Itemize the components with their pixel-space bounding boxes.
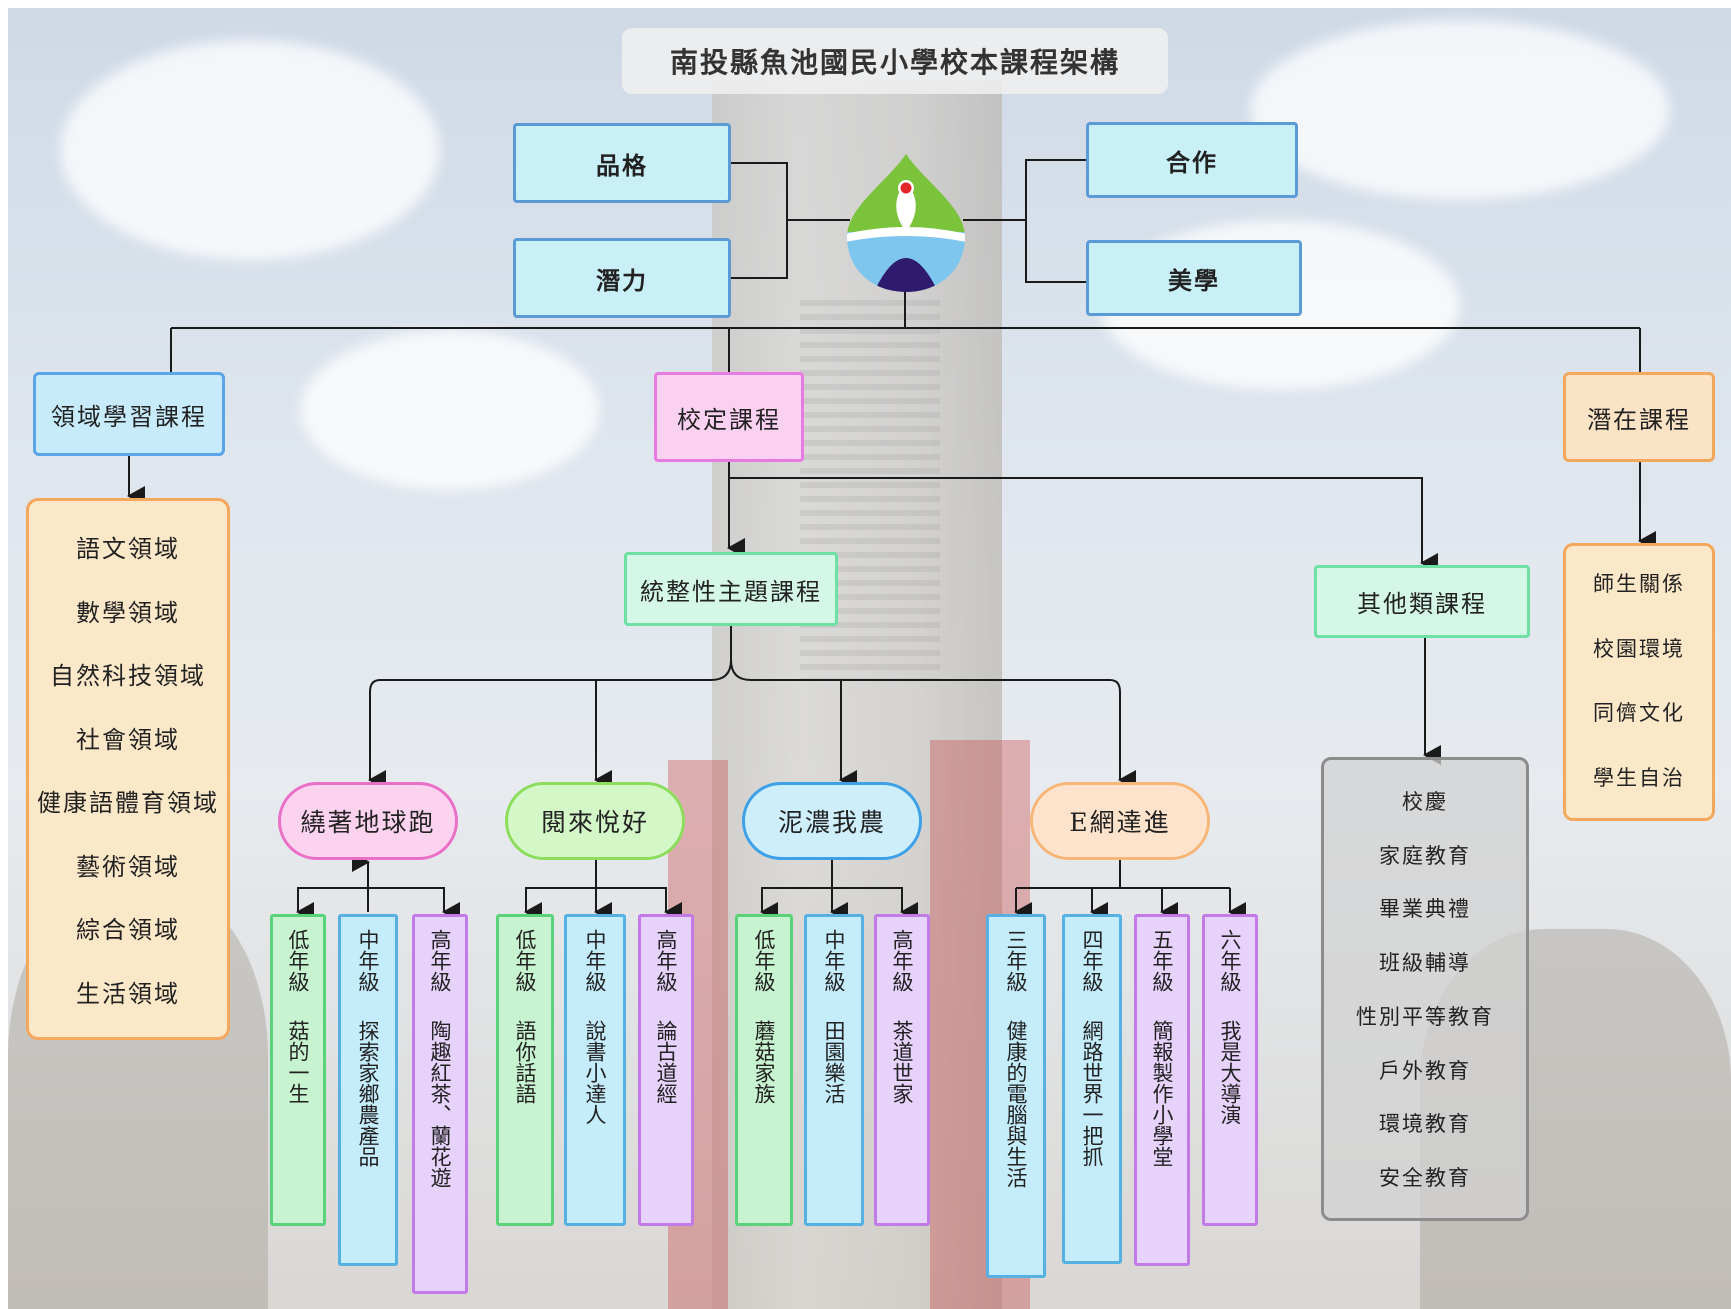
course-topic: 健康的電腦與生活 [1004, 1020, 1028, 1188]
cloud [300, 330, 600, 490]
list-item: 社會領域 [76, 725, 180, 754]
course-topic: 我是大導演 [1218, 1020, 1242, 1125]
domain-list: 語文領域 數學領域 自然科技領域 社會領域 健康語體育領域 藝術領域 綜合領域 … [26, 498, 230, 1040]
list-item: 同儕文化 [1593, 701, 1685, 726]
grade-label: 三年級 [1004, 929, 1028, 992]
course-topic: 簡報製作小學堂 [1150, 1020, 1174, 1167]
school-emblem-icon [847, 154, 965, 292]
list-item: 語文領域 [76, 535, 180, 564]
course-topic: 語你話語 [513, 1020, 537, 1104]
core-value-aesthetics: 美學 [1086, 240, 1302, 316]
course-topic: 菇的一生 [286, 1020, 310, 1104]
grade-column: 中年級 探索家鄉農產品 [338, 914, 398, 1266]
cloud [60, 40, 440, 260]
list-item: 班級輔導 [1379, 951, 1471, 976]
grade-label: 中年級 [822, 929, 846, 992]
grade-label: 五年級 [1150, 929, 1174, 992]
subcategory-integrated-theme: 統整性主題課程 [624, 552, 838, 626]
category-domain-learning: 領域學習課程 [33, 372, 225, 456]
page-title: 南投縣魚池國民小學校本課程架構 [622, 28, 1168, 94]
course-topic: 茶道世家 [890, 1020, 914, 1104]
grade-label: 六年級 [1218, 929, 1242, 992]
other-courses-list: 校慶 家庭教育 畢業典禮 班級輔導 性別平等教育 戶外教育 環境教育 安全教育 [1321, 757, 1529, 1221]
list-item: 畢業典禮 [1379, 897, 1471, 922]
grade-column: 中年級 說書小達人 [564, 914, 626, 1226]
list-item: 生活領域 [76, 979, 180, 1008]
list-item: 校慶 [1402, 789, 1448, 814]
grade-column: 六年級 我是大導演 [1202, 914, 1258, 1226]
list-item: 學生自治 [1593, 765, 1685, 790]
course-topic: 說書小達人 [583, 1020, 607, 1125]
list-item: 戶外教育 [1379, 1058, 1471, 1083]
grade-label: 中年級 [356, 929, 380, 992]
grade-column: 四年級 網路世界一把抓 [1062, 914, 1122, 1264]
course-topic: 田園樂活 [822, 1020, 846, 1104]
list-item: 綜合領域 [76, 916, 180, 945]
theme-e-network: E網達進 [1030, 782, 1210, 860]
grade-label: 中年級 [583, 929, 607, 992]
theme-around-earth: 繞著地球跑 [278, 782, 458, 860]
grade-column: 中年級 田園樂活 [804, 914, 864, 1226]
grade-label: 低年級 [513, 929, 537, 992]
core-value-potential: 潛力 [513, 238, 731, 318]
core-value-character: 品格 [513, 123, 731, 203]
list-item: 數學領域 [76, 598, 180, 627]
category-latent: 潛在課程 [1563, 372, 1715, 462]
list-item: 藝術領域 [76, 852, 180, 881]
grade-column: 三年級 健康的電腦與生活 [986, 914, 1046, 1278]
list-item: 安全教育 [1379, 1166, 1471, 1191]
grade-label: 高年級 [890, 929, 914, 992]
theme-farming: 泥濃我農 [742, 782, 922, 860]
list-item: 師生關係 [1593, 572, 1685, 596]
course-topic: 論古道經 [654, 1020, 678, 1104]
grade-label: 低年級 [752, 929, 776, 992]
grade-column: 低年級 蘑菇家族 [735, 914, 793, 1226]
list-item: 健康語體育領域 [37, 789, 219, 818]
grade-column: 高年級 論古道經 [638, 914, 694, 1226]
grade-label: 低年級 [286, 929, 310, 992]
grade-label: 四年級 [1080, 929, 1104, 992]
grade-column: 五年級 簡報製作小學堂 [1134, 914, 1190, 1266]
theme-reading: 閱來悅好 [505, 782, 685, 860]
course-topic: 網路世界一把抓 [1080, 1020, 1104, 1167]
core-value-cooperation: 合作 [1086, 122, 1298, 198]
grade-column: 高年級 陶趣紅茶、蘭花遊 [412, 914, 468, 1294]
subcategory-other: 其他類課程 [1314, 565, 1530, 638]
course-topic: 陶趣紅茶、蘭花遊 [428, 1020, 452, 1188]
grade-column: 低年級 菇的一生 [270, 914, 326, 1226]
course-topic: 探索家鄉農產品 [356, 1020, 380, 1167]
list-item: 校園環境 [1593, 636, 1685, 661]
list-item: 自然科技領域 [50, 662, 206, 691]
grade-label: 高年級 [654, 929, 678, 992]
grade-column: 高年級 茶道世家 [874, 914, 930, 1226]
list-item: 家庭教育 [1379, 843, 1471, 868]
category-school-based: 校定課程 [654, 372, 804, 462]
cloud [1250, 20, 1670, 200]
course-topic: 蘑菇家族 [752, 1020, 776, 1104]
grade-label: 高年級 [428, 929, 452, 992]
latent-list: 師生關係 校園環境 同儕文化 學生自治 [1563, 543, 1715, 821]
list-item: 環境教育 [1379, 1112, 1471, 1137]
grade-column: 低年級 語你話語 [496, 914, 554, 1226]
list-item: 性別平等教育 [1356, 1004, 1494, 1029]
